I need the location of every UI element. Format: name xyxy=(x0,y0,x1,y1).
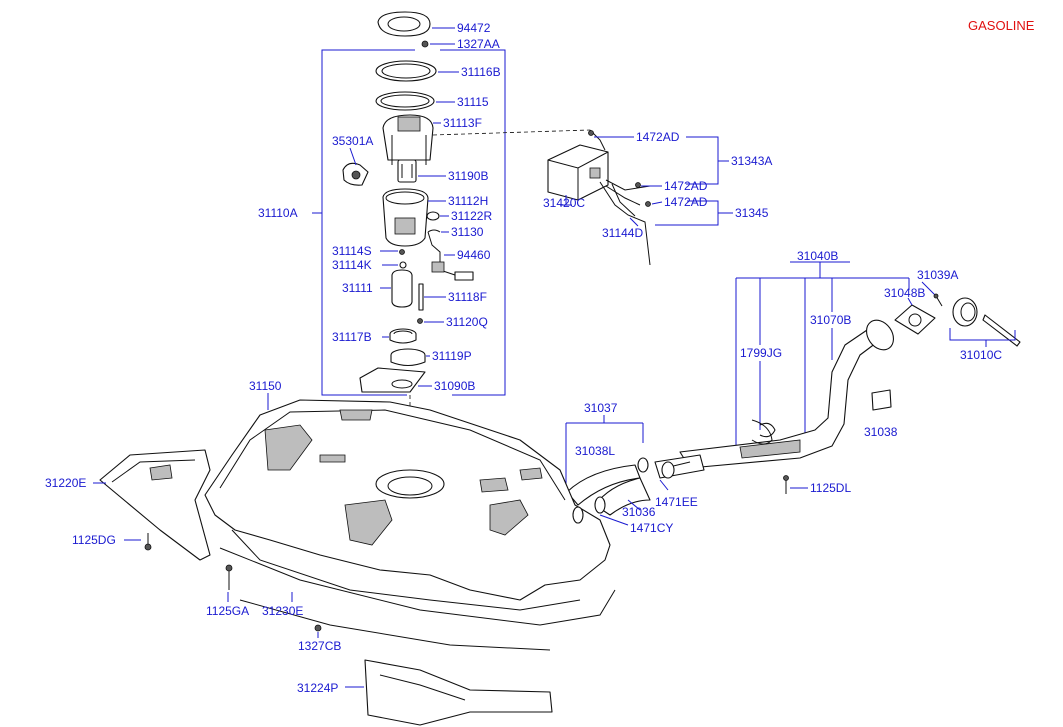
locking-ring-31116B xyxy=(375,60,437,82)
bracket-31343A xyxy=(686,136,719,185)
label-31110A: 31110A xyxy=(258,206,298,220)
nut-1327CB xyxy=(314,624,322,632)
label-31144D: 31144D xyxy=(602,226,643,240)
label-31038: 31038 xyxy=(864,425,898,439)
label-1472AD-a: 1472AD xyxy=(636,130,680,144)
pump-assembly-bracket-left xyxy=(321,49,415,396)
part-31114S xyxy=(399,249,405,255)
label-31343A: 31343A xyxy=(731,154,772,168)
label-31112H: 31112H xyxy=(448,194,488,208)
label-1327CB: 1327CB xyxy=(298,639,341,653)
label-31220E: 31220E xyxy=(45,476,86,490)
label-31040B: 31040B xyxy=(797,249,838,263)
label-1125DL: 1125DL xyxy=(810,481,851,495)
gasket-31115 xyxy=(375,91,435,111)
bracket-1799JG xyxy=(751,419,773,445)
label-1125DG: 1125DG xyxy=(72,533,116,547)
label-1472AD-b: 1472AD xyxy=(664,179,708,193)
label-1472AD-c: 1472AD xyxy=(664,195,708,209)
part-31114K xyxy=(399,261,407,269)
label-31037: 31037 xyxy=(584,401,618,415)
canister-31420C xyxy=(547,144,609,201)
clamp-1471CY xyxy=(594,496,606,514)
label-31119P: 31119P xyxy=(432,349,472,363)
clip-1472AD-c xyxy=(645,201,651,207)
label-31115: 31115 xyxy=(457,95,489,109)
label-31117B: 31117B xyxy=(332,330,372,344)
label-31130: 31130 xyxy=(451,225,484,239)
label-35301A: 35301A xyxy=(332,134,373,148)
label-1471EE: 1471EE xyxy=(655,495,698,509)
label-94472: 94472 xyxy=(457,21,491,35)
label-31420C: 31420C xyxy=(543,196,585,210)
clip-1472AD-b xyxy=(635,182,641,188)
label-31120Q: 31120Q xyxy=(446,315,488,329)
label-31036: 31036 xyxy=(622,505,656,519)
label-31224P: 31224P xyxy=(297,681,338,695)
label-31114S: 31114S xyxy=(332,244,372,258)
vent-hose xyxy=(589,129,651,266)
fuel-type-label: GASOLINE xyxy=(968,18,1035,33)
screw-31039A xyxy=(933,293,943,307)
label-31150: 31150 xyxy=(249,379,282,393)
label-31048B: 31048B xyxy=(884,286,925,300)
wiring-harness-94460 xyxy=(427,231,474,281)
o-ring-31122R xyxy=(426,211,440,221)
fuel-cap-31010C xyxy=(952,297,1021,347)
label-31190B: 31190B xyxy=(448,169,488,183)
gasket-31048B xyxy=(894,304,936,335)
screw-1327AA xyxy=(421,40,429,48)
part-31120Q xyxy=(417,318,423,324)
label-31122R: 31122R xyxy=(451,209,492,223)
cover-plate-94472 xyxy=(377,11,431,37)
label-31345: 31345 xyxy=(735,206,769,220)
bolt-1125GA xyxy=(225,564,233,590)
bracket-31010C xyxy=(949,328,1016,341)
label-plate-31038 xyxy=(871,389,892,411)
clamp-1471EE xyxy=(661,461,675,479)
label-31090B: 31090B xyxy=(434,379,475,393)
pump-flange-31113F xyxy=(382,114,434,165)
fuel-tank-31150 xyxy=(204,399,616,651)
label-31039A: 31039A xyxy=(917,268,958,282)
clip-1472AD-a xyxy=(588,130,594,136)
label-31230E: 31230E xyxy=(262,604,303,618)
label-31010C: 31010C xyxy=(960,348,1002,362)
label-1799JG: 1799JG xyxy=(740,346,782,360)
label-31038L: 31038L xyxy=(575,444,615,458)
filler-neck-31070B xyxy=(654,319,894,479)
label-1125GA: 1125GA xyxy=(206,604,249,618)
part-31130 xyxy=(427,229,441,233)
label-31118F: 31118F xyxy=(448,290,487,304)
hose-31036 xyxy=(566,464,651,516)
fuel-level-sender-35301A xyxy=(342,162,369,186)
fuel-filter-31111 xyxy=(391,269,413,308)
bolt-1125DG xyxy=(144,533,152,551)
label-31111: 31111 xyxy=(342,281,373,295)
ring-31117B xyxy=(389,328,417,344)
under-cover-31224P xyxy=(364,659,553,726)
clamp-31038L xyxy=(637,457,649,473)
pump-reservoir-31112H xyxy=(382,188,429,247)
label-31114K: 31114K xyxy=(332,258,372,272)
pump-assembly-bracket-right xyxy=(440,49,506,396)
label-94460: 94460 xyxy=(457,248,491,262)
vent-line-dashed xyxy=(432,129,591,136)
label-31113F: 31113F xyxy=(443,116,482,130)
label-31116B: 31116B xyxy=(461,65,501,79)
part-31190B xyxy=(397,159,417,183)
bolt-1125DL xyxy=(783,475,789,494)
label-1471CY: 1471CY xyxy=(630,521,673,535)
plate-31090B xyxy=(359,367,426,393)
label-31070B: 31070B xyxy=(810,313,851,327)
rod-31118F xyxy=(418,283,424,311)
heat-shield-31220E xyxy=(99,449,211,561)
clamp-31119P xyxy=(390,348,426,367)
label-1327AA: 1327AA xyxy=(457,37,500,51)
